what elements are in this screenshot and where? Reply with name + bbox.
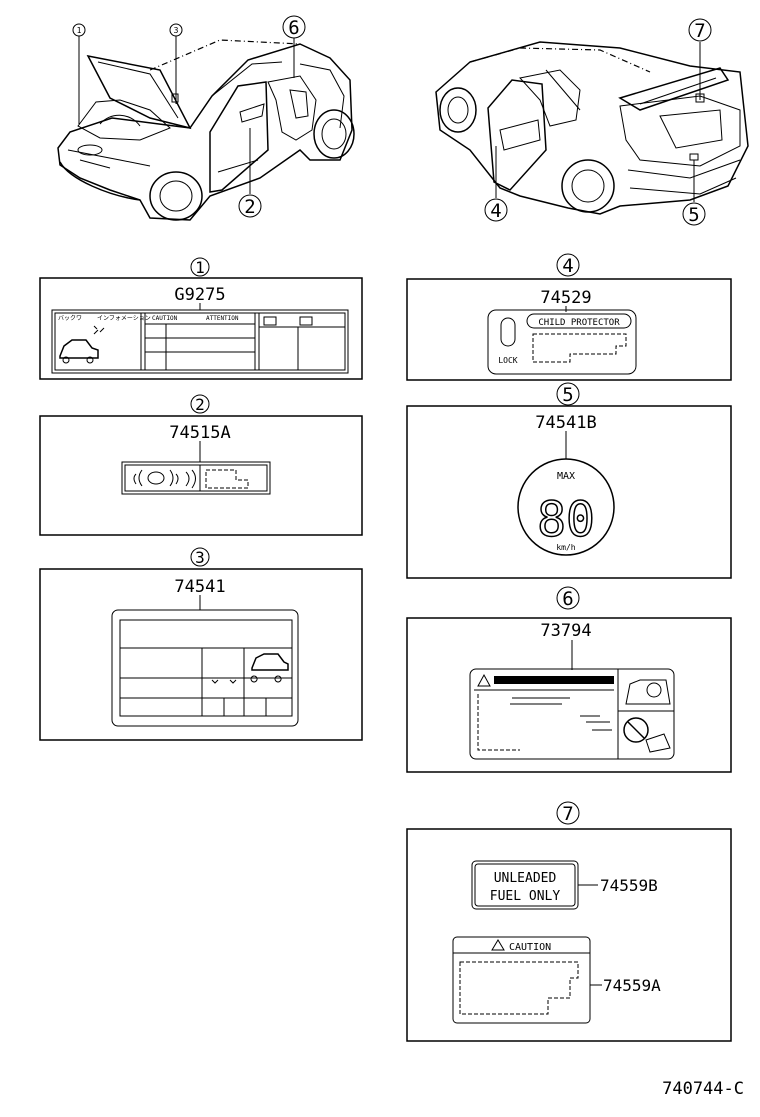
callout-6: 6 — [288, 17, 299, 39]
label-6-seat-icon-1 — [625, 679, 671, 705]
label-4-header-text: CHILD PROTECTOR — [538, 318, 620, 328]
label-7-caution-text: CAUTION — [509, 942, 551, 953]
label-1-group: 1 G9275 バックワ インフォメーション CAUTION ATTENTION — [39, 257, 363, 380]
callout-7: 7 — [694, 20, 705, 42]
label-3-group: 3 74541 — [39, 547, 363, 741]
label-5-speed-value: 80 — [537, 492, 595, 548]
label-2-sensor-icon — [133, 469, 179, 487]
callout-2: 2 — [244, 196, 255, 218]
label-3-part-number: 74541 — [174, 577, 225, 597]
label-7-warning-triangle-icon — [491, 939, 505, 951]
label-4-group: 4 74529 LOCK CHILD PROTECTOR — [406, 253, 732, 381]
label-6-callout: 6 — [562, 588, 573, 610]
rear-car-illustration: 7 4 5 — [435, 18, 749, 226]
label-6-prohibited-icon — [623, 717, 649, 743]
label-4-callout: 4 — [562, 255, 573, 277]
callout-4: 4 — [490, 200, 501, 222]
label-3-callout: 3 — [195, 548, 205, 567]
label-1-car-icon — [59, 339, 99, 359]
front-car-illustration: 1 3 6 2 — [57, 15, 355, 221]
label-7-part-number-a: 74559A — [603, 976, 661, 995]
label-1-jp-text-1: バックワ — [58, 315, 82, 322]
label-1-callout: 1 — [195, 258, 205, 277]
label-1-caution-text: CAUTION — [152, 315, 178, 322]
callout-1: 1 — [77, 26, 82, 35]
callout-5: 5 — [688, 204, 699, 226]
label-2-part-number: 74515A — [169, 423, 230, 443]
label-7-part-number-b: 74559B — [600, 876, 658, 895]
label-7-unleaded-line-2: FUEL ONLY — [490, 889, 561, 904]
label-5-part-number: 74541B — [535, 413, 596, 433]
label-7-callout: 7 — [562, 803, 573, 825]
label-6-part-number: 73794 — [540, 621, 591, 641]
figure-code: 740744-C — [662, 1079, 744, 1099]
label-6-warning-triangle-icon — [477, 673, 491, 687]
label-3-car-icon — [251, 653, 289, 671]
label-7-group: 7 UNLEADED FUEL ONLY 74559B CAUTION 7455… — [406, 801, 732, 1042]
label-5-group: 5 74541B MAX 80 km/h — [406, 382, 732, 579]
label-1-jp-text-2: インフォメーション — [97, 315, 151, 322]
label-5-max-text: MAX — [557, 471, 575, 482]
label-5-unit-text: km/h — [556, 543, 575, 552]
label-6-group: 6 73794 — [406, 586, 732, 773]
label-2-callout: 2 — [195, 395, 205, 414]
callout-3: 3 — [174, 26, 179, 35]
label-2-group: 2 74515A — [39, 394, 363, 536]
label-1-part-number: G9275 — [174, 285, 225, 305]
label-5-callout: 5 — [562, 384, 573, 406]
label-7-unleaded-line-1: UNLEADED — [494, 871, 557, 886]
label-4-lock-text: LOCK — [498, 356, 517, 365]
label-1-attention-text: ATTENTION — [206, 315, 239, 322]
label-4-part-number: 74529 — [540, 288, 591, 308]
label-5-speed-sign — [517, 458, 615, 556]
